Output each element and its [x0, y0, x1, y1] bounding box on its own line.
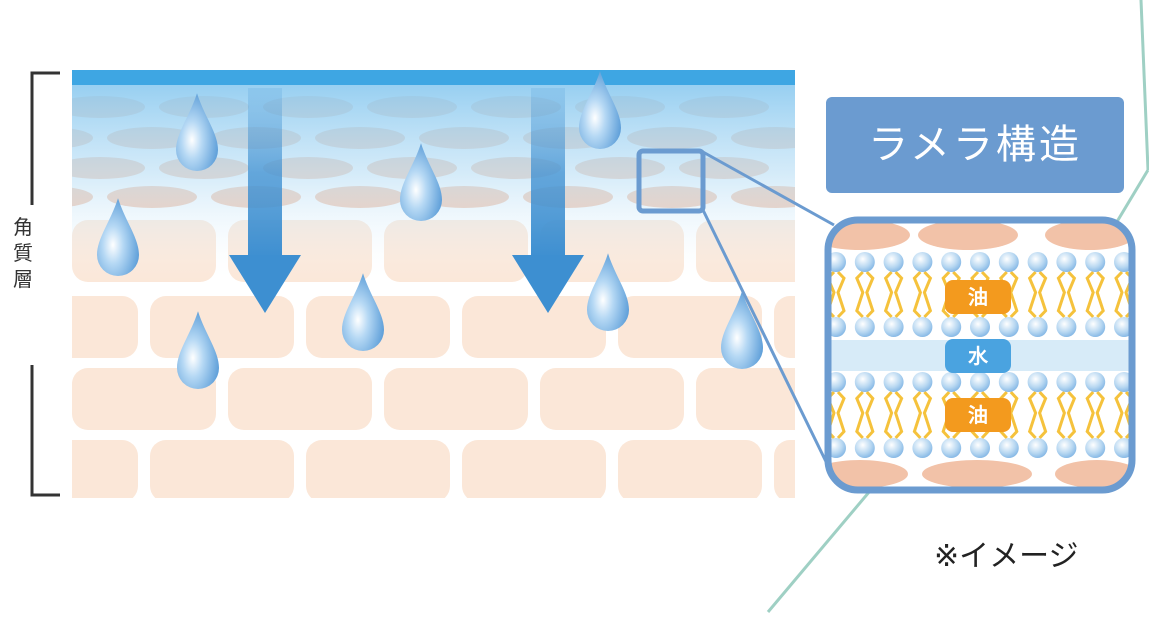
- lipid-molecule-pair: [854, 252, 875, 337]
- corneocyte-cell: [462, 296, 606, 358]
- lipid-molecule-pair: [883, 372, 904, 458]
- zoom-top-cells: [828, 220, 1132, 250]
- corneocyte-cell: [462, 440, 606, 498]
- lipid-cell: [0, 157, 41, 179]
- zoom-bottom-cells: [828, 460, 1132, 488]
- lipid-molecule-pair: [912, 252, 933, 337]
- lipid-molecule-pair: [1056, 372, 1077, 458]
- water-badge: 水: [945, 339, 1011, 373]
- corneocyte-cell: [72, 296, 138, 358]
- label-char: 角: [13, 215, 33, 239]
- lipid-molecule-pair: [1085, 252, 1106, 337]
- penetration-arrow-right: [512, 88, 584, 313]
- magnify-lines: [701, 150, 836, 479]
- lipid-cell: [0, 96, 41, 118]
- corneocyte-cell: [0, 368, 60, 430]
- lipid-molecule-pair: [941, 372, 962, 458]
- lipid-molecule-pair: [970, 372, 990, 458]
- lipid-molecule-pair: [1085, 372, 1106, 458]
- water-droplet: [587, 253, 629, 331]
- corneocyte-cell: [228, 368, 372, 430]
- lipid-molecule-pair: [1027, 252, 1048, 337]
- water-droplets: [97, 71, 763, 389]
- corneocyte-cell: [72, 440, 138, 498]
- oil-badge-bottom: 油: [945, 398, 1011, 432]
- lipid-molecule-pair: [1027, 372, 1048, 458]
- corneocyte-cell: [540, 368, 684, 430]
- corneocyte-cell: [384, 368, 528, 430]
- zoom-frame: [824, 216, 1136, 494]
- stratum-corneum-label: 角 質 層: [8, 214, 38, 292]
- lipid-molecule-pair: [883, 252, 904, 337]
- lamellar-title: ラメラ構造: [826, 97, 1124, 193]
- penetration-arrow-left: [229, 88, 301, 313]
- lipid-molecule-pair: [1056, 252, 1077, 337]
- corneocyte-cell: [618, 440, 762, 498]
- water-droplet: [97, 198, 139, 276]
- water-droplet: [342, 273, 384, 351]
- skin-section: [0, 70, 795, 498]
- corneocyte-cell: [306, 440, 450, 498]
- water-droplet: [400, 143, 442, 221]
- water-droplet: [721, 291, 763, 369]
- corneocyte-cell: [774, 296, 795, 358]
- lipid-molecule-pair: [912, 372, 933, 458]
- corneocyte-cell: [696, 368, 795, 430]
- label-char: 質: [13, 241, 33, 265]
- stratum-bracket: [30, 71, 60, 497]
- corneocyte-cell: [72, 368, 216, 430]
- corneocyte-cell: [774, 440, 795, 498]
- corneocyte-cell: [150, 296, 294, 358]
- magnify-source-square: [636, 148, 706, 214]
- surface-bar: [72, 70, 795, 85]
- oil-badge-top: 油: [945, 280, 1011, 314]
- water-droplet: [176, 93, 218, 171]
- water-droplet: [579, 71, 621, 149]
- water-droplet: [177, 311, 219, 389]
- lipid-molecule-pair: [854, 372, 875, 458]
- image-note: ※イメージ: [934, 539, 1079, 574]
- label-char: 層: [13, 267, 33, 291]
- corneocyte-cell: [150, 440, 294, 498]
